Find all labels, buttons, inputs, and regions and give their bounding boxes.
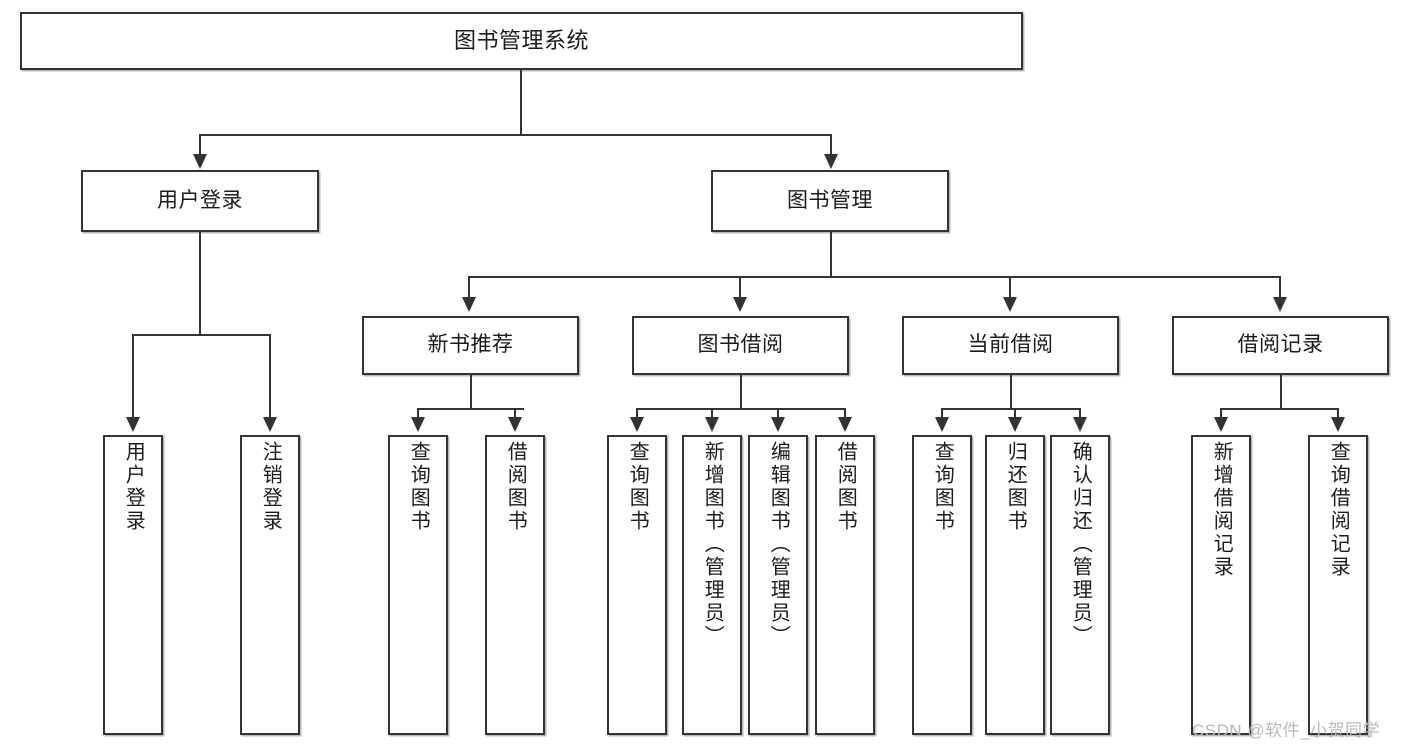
node-label: 图书借阅 <box>697 333 784 357</box>
leaf-edit-book-admin[interactable]: 编辑图书（管理员） <box>748 435 808 735</box>
node-label: 借阅图书 <box>834 441 857 533</box>
leaf-query-book-borrow[interactable]: 查询图书 <box>607 435 667 735</box>
arrowhead-to-borrow-record <box>1273 297 1287 312</box>
leaf-confirm-return-admin[interactable]: 确认归还（管理员） <box>1050 435 1110 735</box>
connector-userlogin-bar <box>132 334 270 336</box>
node-current-borrow[interactable]: 当前借阅 <box>902 316 1119 375</box>
arrowhead-leaf <box>1073 417 1087 432</box>
arrowhead-to-current-borrow <box>1003 297 1017 312</box>
arrowhead-to-new-book-rec <box>462 297 476 312</box>
connector-borrowrecord-bar <box>1220 408 1338 410</box>
connector-bookmgmt-drop-4 <box>1279 276 1281 298</box>
node-label: 新增借阅记录 <box>1210 441 1233 579</box>
connector-bookmgmt-drop-2 <box>739 276 741 298</box>
node-book-management[interactable]: 图书管理 <box>711 170 949 232</box>
leaf-user-login[interactable]: 用户登录 <box>103 435 163 735</box>
node-new-book-recommend[interactable]: 新书推荐 <box>362 316 579 375</box>
leaf-borrow-book-newrec[interactable]: 借阅图书 <box>485 435 545 735</box>
node-label: 借阅图书 <box>504 441 527 533</box>
leaf-query-borrow-record[interactable]: 查询借阅记录 <box>1308 435 1368 735</box>
node-label: 当前借阅 <box>967 333 1054 357</box>
node-label: 查询图书 <box>931 441 954 533</box>
arrowhead-leaf <box>508 417 522 432</box>
connector-currentborrow-bar <box>941 408 1079 410</box>
csdn-watermark: CSDN @软件_小贺同学 <box>1192 721 1381 740</box>
connector-bookmgmt-drop-3 <box>1009 276 1011 298</box>
leaf-query-book-newrec[interactable]: 查询图书 <box>388 435 448 735</box>
node-label: 图书管理 <box>787 188 873 212</box>
arrowhead-to-user-login <box>193 154 207 169</box>
node-user-login[interactable]: 用户登录 <box>81 170 319 232</box>
connector-userlogin-stem <box>199 232 201 335</box>
connector-root-stem <box>520 70 522 135</box>
connector-currentborrow-drop-3 <box>1079 408 1081 418</box>
connector-bookmgmt-stem <box>830 232 832 277</box>
connector-bookborrow-stem <box>740 375 742 409</box>
arrowhead-to-book-manage <box>824 154 838 169</box>
arrowhead-leaf <box>263 417 277 432</box>
connector-userlogin-drop-2 <box>269 334 271 418</box>
connector-root-drop-2 <box>830 134 832 156</box>
connector-borrowrecord-stem <box>1280 375 1282 409</box>
connector-newbook-drop-2 <box>514 408 516 418</box>
arrowhead-leaf <box>1331 417 1345 432</box>
connector-bookmgmt-bar <box>468 276 1280 278</box>
node-label: 查询借阅记录 <box>1327 441 1350 579</box>
connector-currentborrow-drop-1 <box>941 408 943 418</box>
leaf-add-book-admin[interactable]: 新增图书（管理员） <box>682 435 742 735</box>
connector-currentborrow-stem <box>1010 375 1012 409</box>
arrowhead-leaf <box>771 417 785 432</box>
node-label: 确认归还（管理员） <box>1069 441 1092 648</box>
arrowhead-leaf <box>1008 417 1022 432</box>
connector-bookborrow-drop-2 <box>711 408 713 418</box>
node-label: 用户登录 <box>122 441 145 533</box>
connector-bookborrow-drop-4 <box>844 408 846 418</box>
connector-borrowrecord-drop-2 <box>1337 408 1339 418</box>
node-label: 新增图书（管理员） <box>701 441 724 648</box>
connector-bookborrow-drop-1 <box>636 408 638 418</box>
node-label: 归还图书 <box>1004 441 1027 533</box>
connector-root-bar <box>199 134 832 136</box>
arrowhead-leaf <box>838 417 852 432</box>
node-label: 新书推荐 <box>427 333 514 357</box>
node-label: 查询图书 <box>626 441 649 533</box>
node-label: 借阅记录 <box>1237 333 1324 357</box>
connector-bookborrow-drop-3 <box>777 408 779 418</box>
leaf-logout[interactable]: 注销登录 <box>240 435 300 735</box>
node-label: 用户登录 <box>157 188 243 212</box>
connector-currentborrow-drop-2 <box>1014 408 1016 418</box>
node-book-borrow[interactable]: 图书借阅 <box>632 316 849 375</box>
node-label: 注销登录 <box>259 441 282 533</box>
arrowhead-leaf <box>630 417 644 432</box>
leaf-add-borrow-record[interactable]: 新增借阅记录 <box>1191 435 1251 735</box>
arrowhead-leaf <box>935 417 949 432</box>
arrowhead-leaf <box>705 417 719 432</box>
arrowhead-leaf <box>411 417 425 432</box>
connector-newbook-drop-1 <box>417 408 419 418</box>
node-root-system[interactable]: 图书管理系统 <box>20 12 1023 70</box>
connector-root-drop-1 <box>199 134 201 156</box>
leaf-borrow-book[interactable]: 借阅图书 <box>815 435 875 735</box>
leaf-return-book[interactable]: 归还图书 <box>985 435 1045 735</box>
arrowhead-to-book-borrow <box>733 297 747 312</box>
node-label: 查询图书 <box>407 441 430 533</box>
leaf-query-book-current[interactable]: 查询图书 <box>912 435 972 735</box>
node-borrow-record[interactable]: 借阅记录 <box>1172 316 1389 375</box>
connector-newbook-stem <box>470 375 472 409</box>
connector-userlogin-drop-1 <box>132 334 134 418</box>
node-label: 图书管理系统 <box>453 28 589 54</box>
arrowhead-leaf <box>126 417 140 432</box>
connector-newbook-bar <box>417 408 524 410</box>
arrowhead-leaf <box>1214 417 1228 432</box>
connector-bookborrow-bar <box>636 408 845 410</box>
connector-bookmgmt-drop-1 <box>468 276 470 298</box>
node-label: 编辑图书（管理员） <box>767 441 790 648</box>
connector-borrowrecord-drop-1 <box>1220 408 1222 418</box>
